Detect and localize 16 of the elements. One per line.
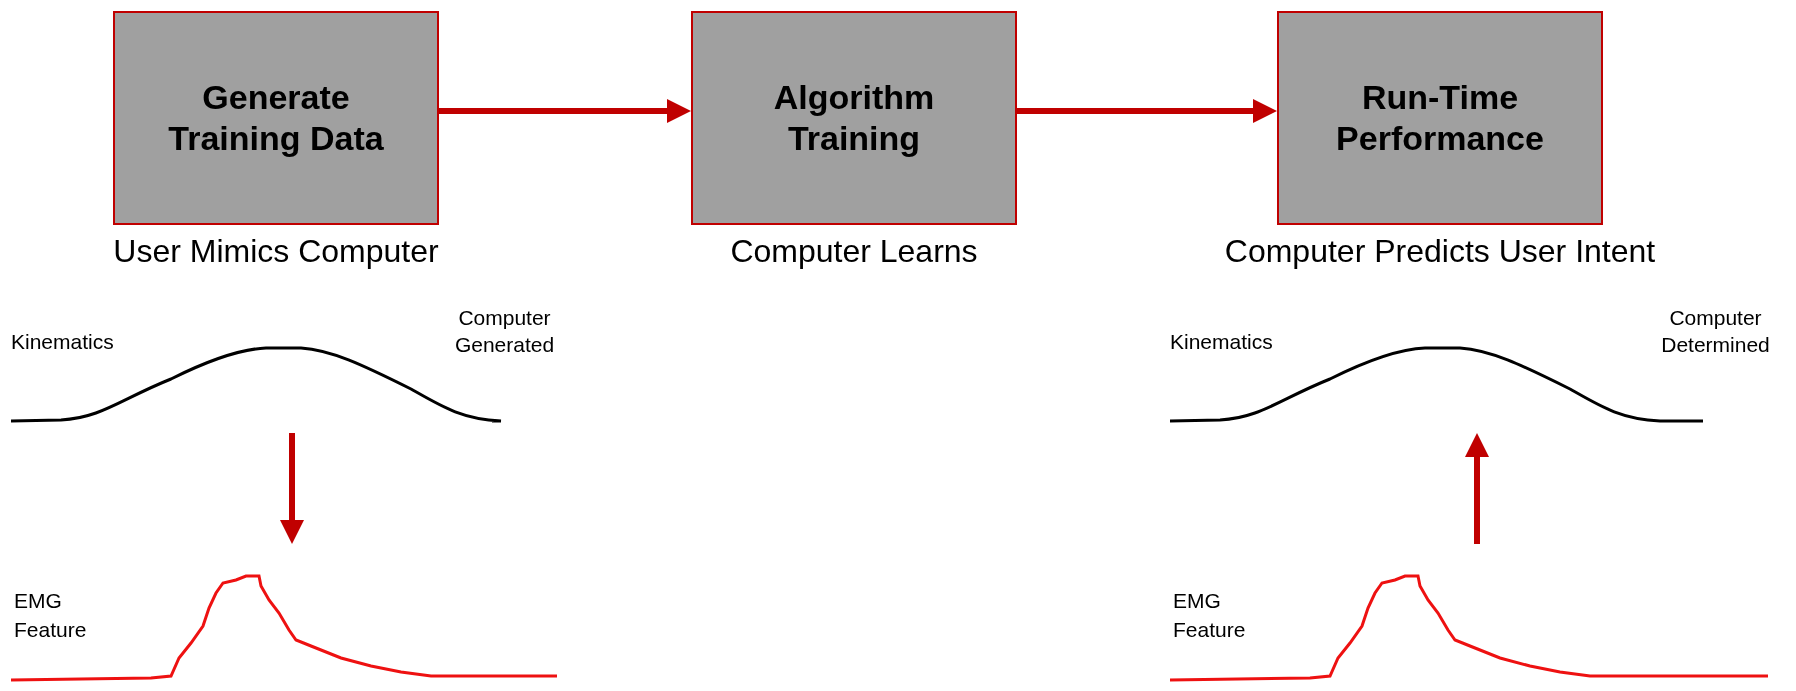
axis-label: EMG Feature	[14, 588, 88, 644]
axis-label: EMG Feature	[1173, 588, 1247, 644]
arrow	[439, 99, 691, 123]
process-box: Generate Training Data	[113, 11, 439, 225]
axis-label: Kinematics	[11, 330, 114, 354]
arrow	[280, 433, 304, 544]
arrow	[1465, 433, 1489, 544]
axis-label: Computer Determined	[1660, 305, 1771, 359]
arrow	[1017, 99, 1277, 123]
process-box: Run-Time Performance	[1277, 11, 1603, 225]
step-caption: Computer Predicts User Intent	[1223, 233, 1657, 270]
axis-label: Kinematics	[1170, 330, 1273, 354]
axis-label: Computer Generated	[453, 305, 556, 359]
step-caption: User Mimics Computer	[112, 233, 440, 270]
step-caption: Computer Learns	[729, 233, 979, 270]
process-box: Algorithm Training	[691, 11, 1017, 225]
